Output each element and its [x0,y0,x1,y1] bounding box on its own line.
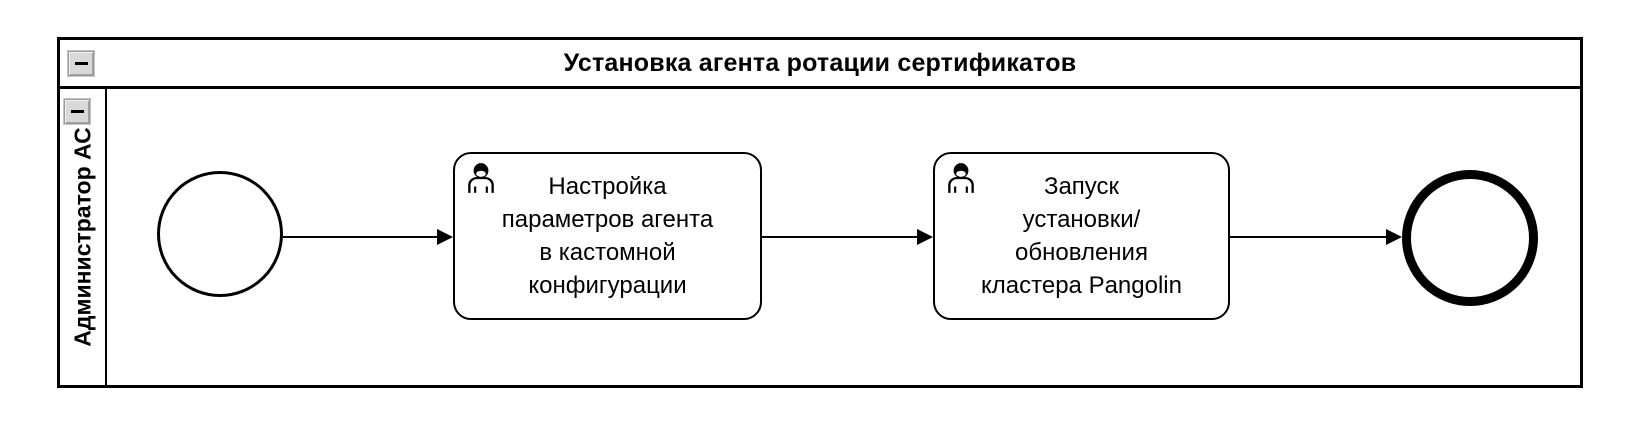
sequence-flow-task2-to-end[interactable] [1230,229,1402,245]
user-task-run-install[interactable]: Запуск установки/ обновления кластера Pa… [933,152,1230,320]
task-label-line: обновления [1015,239,1148,266]
lane-content: Настройка параметров агента в кастомной … [107,89,1580,385]
task-label-line: в кастомной [539,239,676,266]
task-label-line: Настройка [548,173,667,200]
arrowhead-icon [437,229,453,245]
user-icon [948,163,974,193]
minus-icon [70,110,84,113]
pool-title: Установка агента ротации сертификатов [563,48,1077,77]
task-label-line: параметров агента [501,206,714,233]
arrowhead-icon [1386,229,1402,245]
flow-line [762,236,919,238]
start-event[interactable] [157,171,283,297]
flow-line [1230,236,1388,238]
user-icon [468,163,494,193]
task-label-line: Запуск [1043,173,1120,200]
lane-header-administrator[interactable]: Администратор АС [60,89,107,385]
pool-certificate-rotation[interactable]: Установка агента ротации сертификатов Ад… [57,37,1583,388]
end-event[interactable] [1402,170,1538,306]
user-task-configure-agent[interactable]: Настройка параметров агента в кастомной … [453,152,762,320]
lane-label: Администратор АС [69,127,95,347]
task-label-line: установки/ [1022,206,1141,233]
arrowhead-icon [917,229,933,245]
sequence-flow-start-to-task1[interactable] [283,229,453,245]
sequence-flow-task1-to-task2[interactable] [762,229,933,245]
pool-collapse-button[interactable] [68,51,94,76]
pool-header[interactable]: Установка агента ротации сертификатов [60,40,1580,89]
flow-line [283,236,439,238]
task-label-line: кластера Pangolin [981,272,1182,299]
task-label-line: конфигурации [528,272,687,299]
minus-icon [74,62,88,65]
lane-collapse-button[interactable] [64,99,90,124]
pool-body: Администратор АС [60,89,1580,385]
